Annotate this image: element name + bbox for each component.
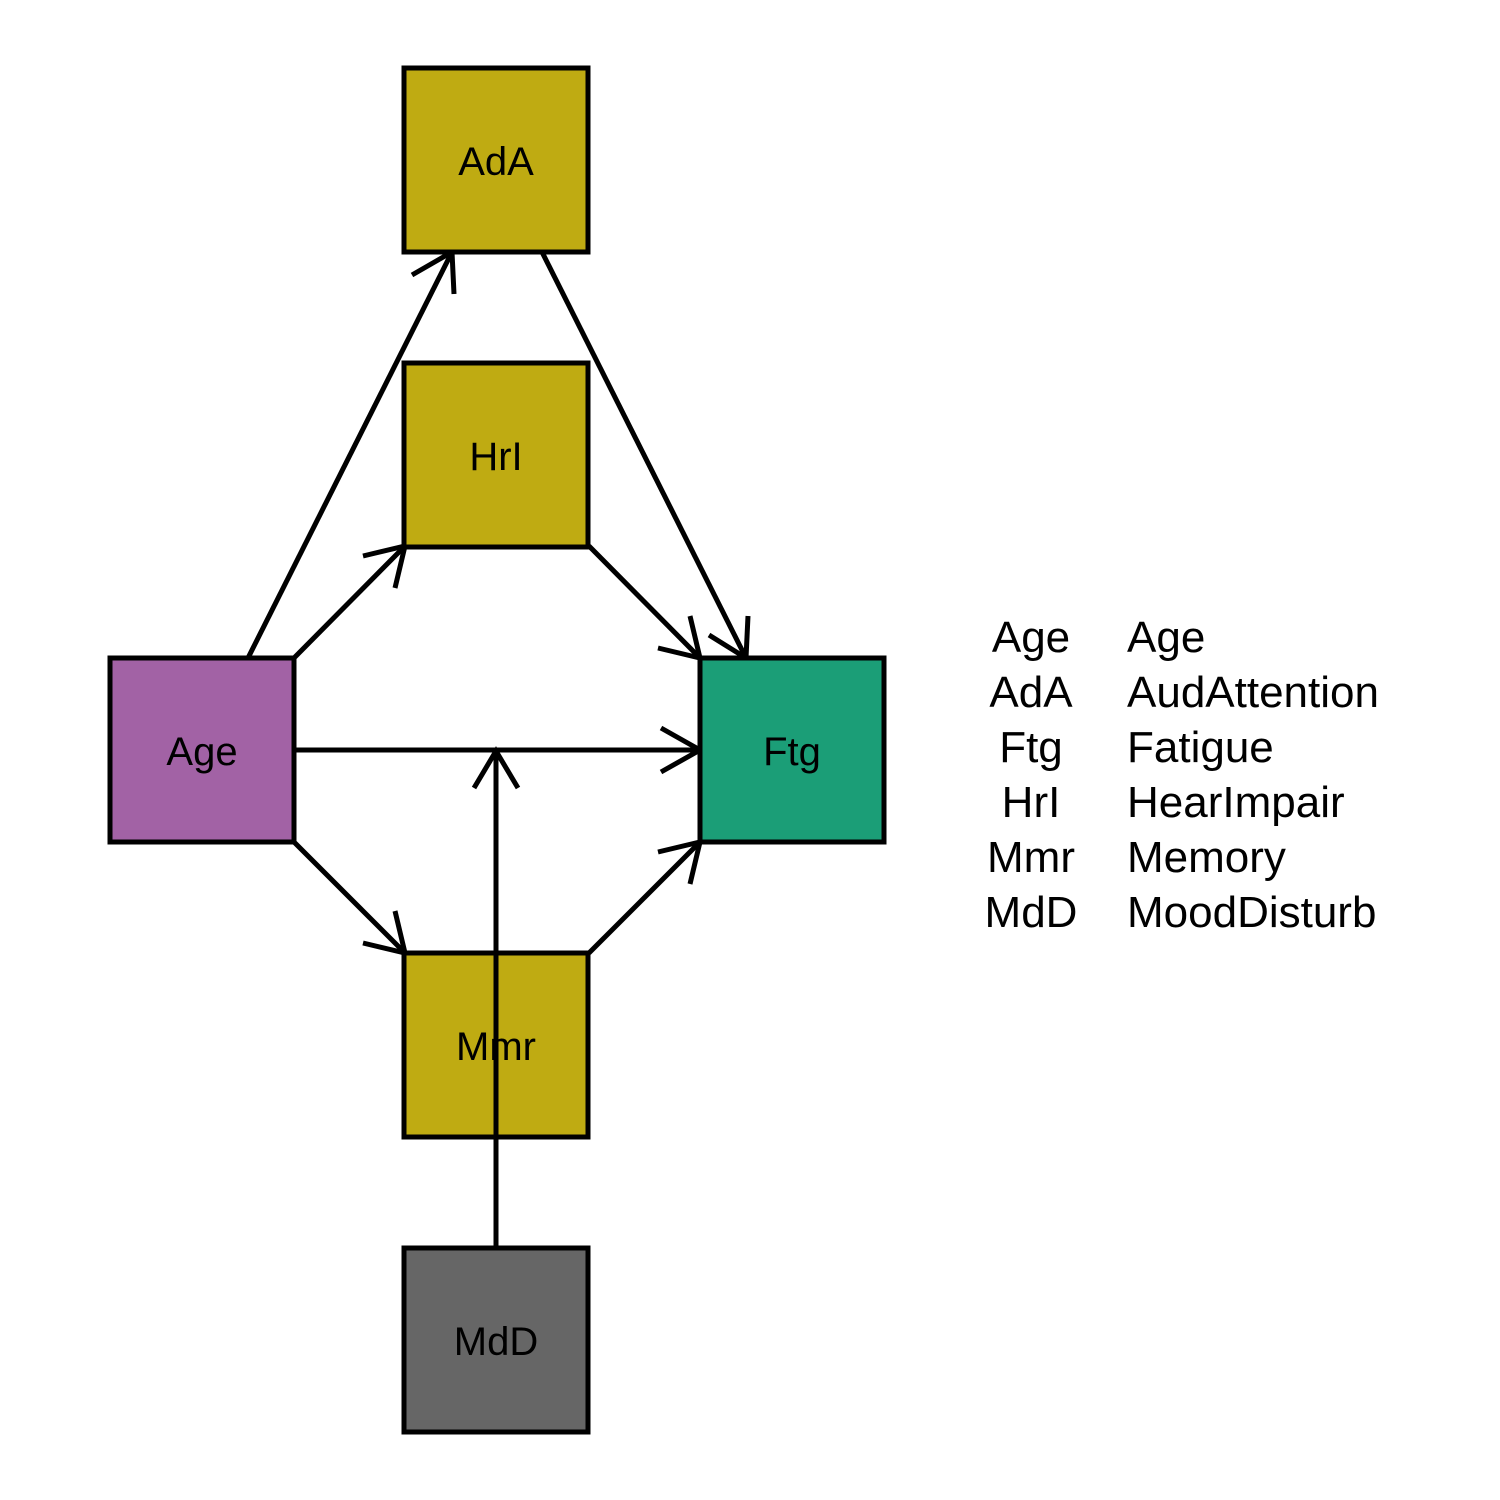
edge-ada-ftg xyxy=(539,250,749,660)
node-ada-label: AdA xyxy=(458,140,534,184)
legend-abbr-mmr: Mmr xyxy=(987,833,1075,882)
edge-mmr-ftg xyxy=(587,840,702,955)
legend-full-ada: AudAttention xyxy=(1127,668,1379,717)
edge-age-ada xyxy=(245,250,455,660)
node-mdd-label: MdD xyxy=(454,1320,538,1364)
legend-full-hri: HearImpair xyxy=(1127,778,1345,827)
node-ftg-box xyxy=(697,655,887,845)
legend-full-ftg: Fatigue xyxy=(1127,723,1274,772)
node-mdd-box xyxy=(401,1245,591,1435)
node-age: Age xyxy=(107,655,297,845)
legend-full-mdd: MoodDisturb xyxy=(1127,888,1376,937)
legend-abbr-mdd: MdD xyxy=(985,888,1078,937)
legend-abbr-age: Age xyxy=(992,613,1070,662)
legend-abbr-ftg: Ftg xyxy=(999,723,1063,772)
node-hri-box xyxy=(401,360,591,550)
edge-age-hri xyxy=(292,544,407,660)
node-hri-label: HrI xyxy=(469,435,522,479)
node-hri: HrI xyxy=(401,360,591,550)
legend-full-mmr: Memory xyxy=(1127,833,1286,882)
edge-hri-ftg xyxy=(587,544,702,660)
legend-abbr-ada: AdA xyxy=(989,668,1073,717)
node-ada: AdA xyxy=(401,65,591,255)
edge-mdd-moderation xyxy=(471,746,521,1248)
node-age-label: Age xyxy=(166,730,237,774)
legend-full-age: Age xyxy=(1127,613,1205,662)
node-ftg-label: Ftg xyxy=(763,730,821,774)
node-age-box xyxy=(107,655,297,845)
edge-age-mmr xyxy=(292,840,407,955)
legend: Age Age AdA AudAttention Ftg Fatigue HrI… xyxy=(985,613,1379,937)
node-ada-box xyxy=(401,65,591,255)
node-ftg: Ftg xyxy=(697,655,887,845)
legend-abbr-hri: HrI xyxy=(1002,778,1061,827)
arrowhead-moderation xyxy=(471,746,521,790)
node-mdd: MdD xyxy=(401,1245,591,1435)
